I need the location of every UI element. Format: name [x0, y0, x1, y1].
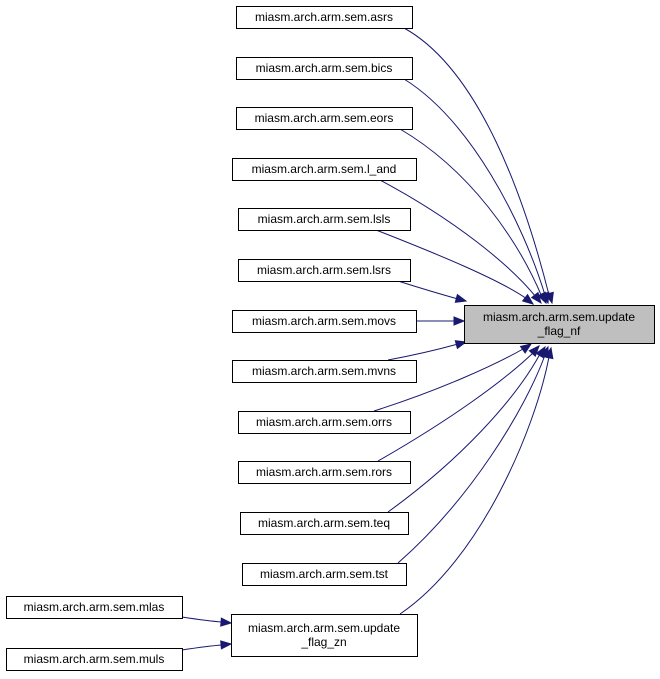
node-lsrs[interactable]: miasm.arch.arm.sem.lsrs: [238, 259, 411, 282]
node-box: [6, 596, 183, 619]
node-label: miasm.arch.arm.sem.update: [248, 621, 400, 635]
node-label: miasm.arch.arm.sem.lsls: [258, 212, 391, 226]
node-box: [238, 259, 411, 282]
node-label: miasm.arch.arm.sem.asrs: [255, 10, 393, 24]
node-box: [232, 158, 417, 181]
edge-line: [375, 229, 528, 300]
node-label: miasm.arch.arm.sem.orrs: [256, 415, 392, 429]
edge-lsls-to-update-flag-nf: [375, 229, 535, 305]
node-update-flag-zn[interactable]: miasm.arch.arm.sem.update_flag_zn: [231, 614, 418, 657]
node-l-and[interactable]: miasm.arch.arm.sem.l_and: [232, 158, 417, 181]
node-label: _flag_nf: [537, 324, 581, 338]
node-mvns[interactable]: miasm.arch.arm.sem.mvns: [232, 360, 417, 383]
arrowhead-icon: [521, 293, 535, 305]
node-mlas[interactable]: miasm.arch.arm.sem.mlas: [6, 596, 183, 619]
edges: [181, 27, 554, 651]
arrowhead-icon: [220, 617, 233, 627]
node-box: [238, 208, 411, 231]
node-box: [240, 512, 409, 535]
arrowhead-icon: [537, 291, 547, 305]
edge-movs-to-update-flag-nf: [416, 316, 466, 326]
node-movs[interactable]: miasm.arch.arm.sem.movs: [232, 310, 417, 333]
node-label: miasm.arch.arm.sem.update: [483, 310, 635, 324]
edge-orrs-to-update-flag-nf: [373, 343, 533, 412]
edge-muls-to-update-flag-zn: [181, 640, 233, 651]
nodes: miasm.arch.arm.sem.update_flag_nfmiasm.a…: [6, 6, 655, 671]
arrowhead-icon: [454, 340, 468, 350]
node-box: [232, 360, 417, 383]
node-box: [238, 461, 411, 484]
node-label: _flag_zn: [300, 635, 346, 649]
node-rors[interactable]: miasm.arch.arm.sem.rors: [238, 461, 411, 484]
node-box: [232, 310, 417, 333]
node-muls[interactable]: miasm.arch.arm.sem.muls: [6, 648, 183, 671]
node-bics[interactable]: miasm.arch.arm.sem.bics: [236, 57, 413, 80]
edge-line: [181, 644, 223, 651]
node-update-flag-nf[interactable]: miasm.arch.arm.sem.update_flag_nf: [464, 305, 655, 344]
node-box: [231, 614, 418, 657]
edge-line: [399, 128, 543, 298]
edge-eors-to-update-flag-nf: [399, 128, 547, 305]
edge-line: [377, 351, 535, 462]
arrowhead-icon: [528, 344, 540, 357]
node-label: miasm.arch.arm.sem.l_and: [252, 162, 397, 176]
arrowhead-icon: [519, 343, 533, 354]
edge-rors-to-update-flag-nf: [377, 344, 540, 462]
edge-line: [387, 353, 541, 513]
edge-l-and-to-update-flag-nf: [379, 179, 542, 305]
arrowhead-icon: [220, 640, 233, 650]
node-box: [238, 411, 411, 434]
arrowhead-icon: [454, 293, 468, 303]
edge-line: [181, 616, 223, 623]
edge-update-flag-zn-to-update-flag-nf: [399, 346, 554, 615]
node-teq[interactable]: miasm.arch.arm.sem.teq: [240, 512, 409, 535]
node-label: miasm.arch.arm.sem.lsrs: [257, 263, 391, 277]
node-label: miasm.arch.arm.sem.muls: [24, 652, 165, 666]
edge-tst-to-update-flag-nf: [397, 345, 549, 564]
node-box: [236, 107, 413, 130]
edge-line: [387, 343, 459, 361]
arrowhead-icon: [530, 291, 542, 305]
edge-lsrs-to-update-flag-nf: [397, 280, 468, 303]
node-lsls[interactable]: miasm.arch.arm.sem.lsls: [238, 208, 411, 231]
node-orrs[interactable]: miasm.arch.arm.sem.orrs: [238, 411, 411, 434]
arrowhead-icon: [453, 316, 466, 326]
node-asrs[interactable]: miasm.arch.arm.sem.asrs: [236, 6, 413, 29]
node-box: [242, 563, 407, 586]
node-tst[interactable]: miasm.arch.arm.sem.tst: [242, 563, 407, 586]
node-label: miasm.arch.arm.sem.movs: [252, 314, 396, 328]
edge-mvns-to-update-flag-nf: [387, 340, 468, 361]
node-box: [236, 57, 413, 80]
node-label: miasm.arch.arm.sem.tst: [260, 567, 389, 581]
node-label: miasm.arch.arm.sem.eors: [255, 111, 394, 125]
node-label: miasm.arch.arm.sem.bics: [256, 61, 393, 75]
edge-mlas-to-update-flag-zn: [181, 616, 233, 627]
edge-line: [403, 78, 546, 296]
node-box: [6, 648, 183, 671]
node-label: miasm.arch.arm.sem.teq: [258, 516, 390, 530]
node-eors[interactable]: miasm.arch.arm.sem.eors: [236, 107, 413, 130]
edge-line: [403, 27, 550, 296]
node-box: [236, 6, 413, 29]
node-label: miasm.arch.arm.sem.mvns: [252, 364, 396, 378]
node-label: miasm.arch.arm.sem.rors: [256, 465, 392, 479]
edge-line: [399, 356, 550, 615]
node-box: [464, 305, 655, 344]
edge-line: [397, 354, 546, 564]
arrowhead-icon: [544, 346, 554, 360]
node-label: miasm.arch.arm.sem.mlas: [24, 600, 165, 614]
edge-line: [397, 280, 459, 300]
edge-asrs-to-update-flag-nf: [403, 27, 554, 305]
edge-line: [373, 348, 524, 412]
edge-line: [379, 179, 537, 298]
